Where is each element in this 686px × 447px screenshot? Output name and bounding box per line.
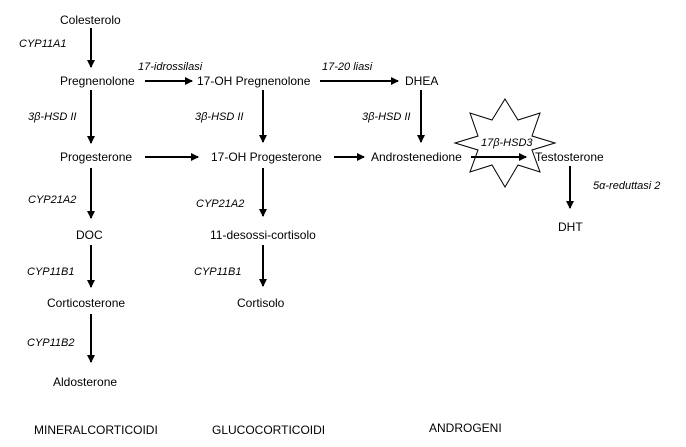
compound-colesterolo: Colesterolo [60, 13, 121, 27]
category-mineralcorticoidi: MINERALCORTICOIDI [34, 423, 158, 437]
compound-11-desossi-cortisolo: 11-desossi-cortisolo [210, 228, 316, 242]
enzyme-17-idrossilasi: 17-idrossilasi [138, 61, 203, 73]
compound-testosterone: Testosterone [535, 150, 604, 164]
compound-pregnenolone: Pregnenolone [60, 74, 135, 88]
enzyme-17-20-liasi: 17-20 liasi [322, 61, 373, 73]
category-androgeni: ANDROGENI [429, 421, 502, 435]
enzyme-cyp11b2: CYP11B2 [27, 337, 75, 349]
compound-17oh-pregnenolone: 17-OH Pregnenolone [197, 74, 311, 88]
enzyme-cyp11a1: CYP11A1 [19, 38, 67, 50]
compound-corticosterone: Corticosterone [47, 296, 125, 310]
compound-dhea: DHEA [405, 74, 438, 88]
enzyme-cyp11b1-middle: CYP11B1 [194, 266, 242, 278]
compound-17oh-progesterone: 17-OH Progesterone [211, 150, 322, 164]
enzyme-cyp11b1-left: CYP11B1 [27, 266, 75, 278]
category-glucocorticoidi: GLUCOCORTICOIDI [212, 423, 325, 437]
enzyme-3b-hsd-ii-middle: 3β-HSD II [195, 111, 243, 123]
enzyme-3b-hsd-ii-left: 3β-HSD II [28, 111, 76, 123]
enzyme-cyp21a2-middle: CYP21A2 [196, 198, 244, 210]
compound-progesterone: Progesterone [60, 150, 132, 164]
enzyme-17b-hsd3: 17β-HSD3 [481, 137, 533, 149]
enzyme-cyp21a2-left: CYP21A2 [28, 194, 76, 206]
hsd3-star-shape [453, 98, 557, 188]
compound-androstenedione: Androstenedione [371, 150, 462, 164]
enzyme-5a-reduttasi-2: 5α-reduttasi 2 [593, 180, 660, 192]
compound-doc: DOC [76, 228, 103, 242]
compound-dht: DHT [558, 220, 583, 234]
compound-cortisolo: Cortisolo [237, 296, 285, 310]
enzyme-3b-hsd-ii-right: 3β-HSD II [362, 111, 410, 123]
compound-aldosterone: Aldosterone [53, 375, 117, 389]
